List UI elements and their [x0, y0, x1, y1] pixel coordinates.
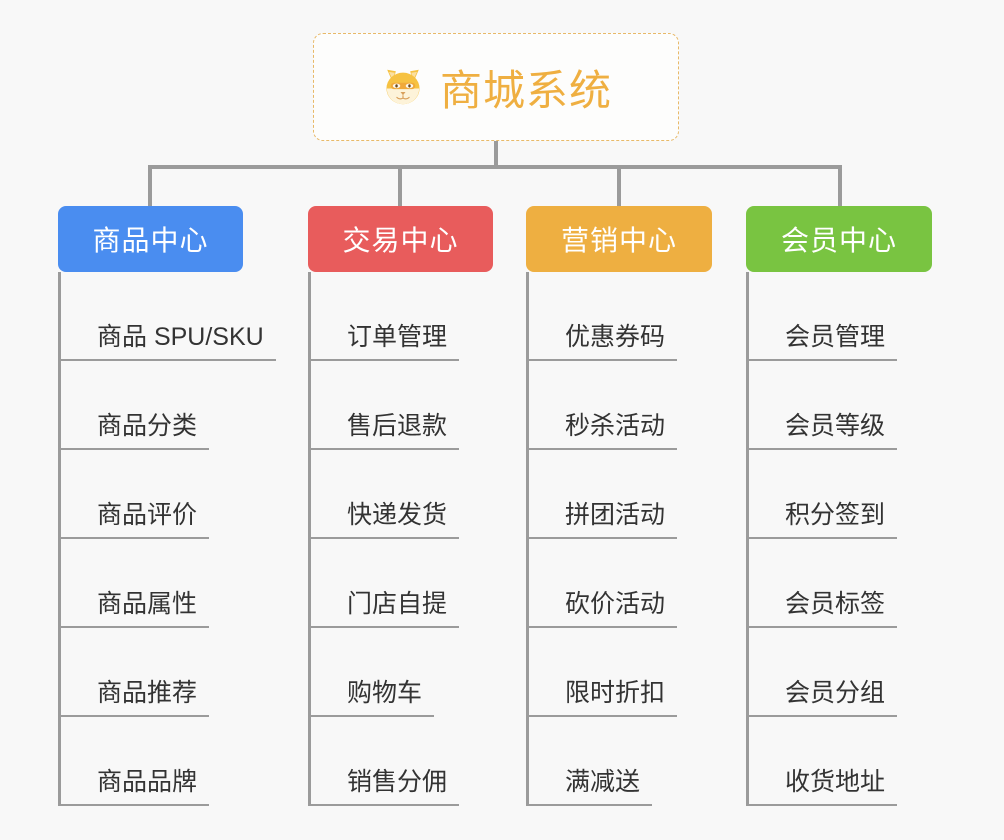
leaf-label: 会员分组	[749, 673, 898, 717]
leaf-label: 售后退款	[311, 406, 460, 450]
leaf-list-trade: 订单管理 售后退款 快递发货 门店自提 购物车 销售分佣	[308, 272, 493, 806]
leaf-label: 拼团活动	[529, 495, 678, 539]
list-item[interactable]: 限时折扣	[526, 628, 712, 717]
list-item[interactable]: 订单管理	[308, 272, 493, 361]
list-item[interactable]: 商品品牌	[58, 717, 276, 806]
category-label: 会员中心	[780, 225, 897, 256]
list-item[interactable]: 会员分组	[746, 628, 932, 717]
root-node[interactable]: 商城系统	[313, 33, 679, 141]
list-item[interactable]: 售后退款	[308, 361, 493, 450]
list-item[interactable]: 拼团活动	[526, 450, 712, 539]
connector-drop-2	[398, 165, 402, 208]
leaf-label: 商品属性	[61, 584, 210, 628]
dog-face-icon	[380, 64, 426, 110]
root-title: 商城系统	[439, 66, 612, 114]
leaf-spine	[746, 272, 749, 806]
connector-drop-3	[617, 165, 621, 208]
leaf-label: 商品 SPU/SKU	[61, 317, 276, 361]
leaf-label: 商品推荐	[61, 673, 210, 717]
list-item[interactable]: 商品属性	[58, 539, 276, 628]
leaf-list-product: 商品 SPU/SKU 商品分类 商品评价 商品属性 商品推荐 商品品牌	[58, 272, 276, 806]
leaf-label: 订单管理	[311, 317, 460, 361]
leaf-list-marketing: 优惠券码 秒杀活动 拼团活动 砍价活动 限时折扣 满减送	[526, 272, 712, 806]
list-item[interactable]: 砍价活动	[526, 539, 712, 628]
connector-drop-4	[838, 165, 842, 208]
category-label: 营销中心	[560, 225, 677, 256]
list-item[interactable]: 会员等级	[746, 361, 932, 450]
leaf-label: 商品分类	[61, 406, 210, 450]
leaf-label: 收货地址	[749, 762, 898, 806]
leaf-spine	[526, 272, 529, 806]
leaf-label: 快递发货	[311, 495, 460, 539]
leaf-label: 优惠券码	[529, 317, 678, 361]
leaf-list-member: 会员管理 会员等级 积分签到 会员标签 会员分组 收货地址	[746, 272, 932, 806]
list-item[interactable]: 会员管理	[746, 272, 932, 361]
list-item[interactable]: 门店自提	[308, 539, 493, 628]
leaf-label: 商品品牌	[61, 762, 210, 806]
list-item[interactable]: 积分签到	[746, 450, 932, 539]
leaf-label: 会员等级	[749, 406, 898, 450]
list-item[interactable]: 优惠券码	[526, 272, 712, 361]
list-item[interactable]: 商品分类	[58, 361, 276, 450]
leaf-label: 砍价活动	[529, 584, 678, 628]
category-header-product[interactable]: 商品中心	[58, 206, 243, 272]
category-header-trade[interactable]: 交易中心	[308, 206, 493, 272]
connector-drop-1	[148, 165, 152, 208]
list-item[interactable]: 销售分佣	[308, 717, 493, 806]
list-item[interactable]: 会员标签	[746, 539, 932, 628]
list-item[interactable]: 商品 SPU/SKU	[58, 272, 276, 361]
leaf-label: 秒杀活动	[529, 406, 678, 450]
leaf-label: 销售分佣	[311, 762, 460, 806]
category-column-member: 会员中心 会员管理 会员等级 积分签到 会员标签 会员分组 收货地址	[746, 206, 932, 806]
category-column-trade: 交易中心 订单管理 售后退款 快递发货 门店自提 购物车 销售分佣	[308, 206, 493, 806]
leaf-label: 会员标签	[749, 584, 898, 628]
leaf-spine	[308, 272, 311, 806]
leaf-spine	[58, 272, 61, 806]
leaf-label: 商品评价	[61, 495, 210, 539]
connector-stem	[494, 141, 498, 168]
leaf-label: 积分签到	[749, 495, 898, 539]
leaf-label: 购物车	[311, 673, 435, 717]
list-item[interactable]: 购物车	[308, 628, 493, 717]
list-item[interactable]: 满减送	[526, 717, 712, 806]
category-header-member[interactable]: 会员中心	[746, 206, 932, 272]
leaf-label: 门店自提	[311, 584, 460, 628]
category-header-marketing[interactable]: 营销中心	[526, 206, 712, 272]
list-item[interactable]: 快递发货	[308, 450, 493, 539]
category-label: 交易中心	[342, 225, 459, 256]
connector-bus	[148, 165, 842, 169]
list-item[interactable]: 商品推荐	[58, 628, 276, 717]
leaf-label: 会员管理	[749, 317, 898, 361]
list-item[interactable]: 收货地址	[746, 717, 932, 806]
list-item[interactable]: 秒杀活动	[526, 361, 712, 450]
list-item[interactable]: 商品评价	[58, 450, 276, 539]
category-label: 商品中心	[92, 225, 209, 256]
leaf-label: 限时折扣	[529, 673, 678, 717]
leaf-label: 满减送	[529, 762, 653, 806]
category-column-marketing: 营销中心 优惠券码 秒杀活动 拼团活动 砍价活动 限时折扣 满减送	[526, 206, 712, 806]
category-column-product: 商品中心 商品 SPU/SKU 商品分类 商品评价 商品属性 商品推荐 商品品牌	[58, 206, 276, 806]
